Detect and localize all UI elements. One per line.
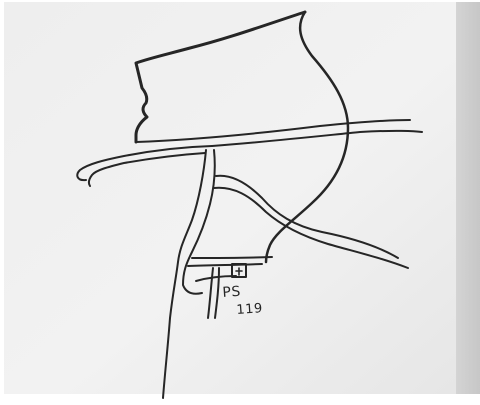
sketch-label-number: 119 xyxy=(236,302,263,317)
paper-sheet xyxy=(4,2,456,394)
sketch-label-ps: PS xyxy=(222,285,241,300)
bottom-margin xyxy=(0,394,480,405)
paper-edge-shadow xyxy=(452,2,480,405)
box-top-line xyxy=(192,257,272,258)
